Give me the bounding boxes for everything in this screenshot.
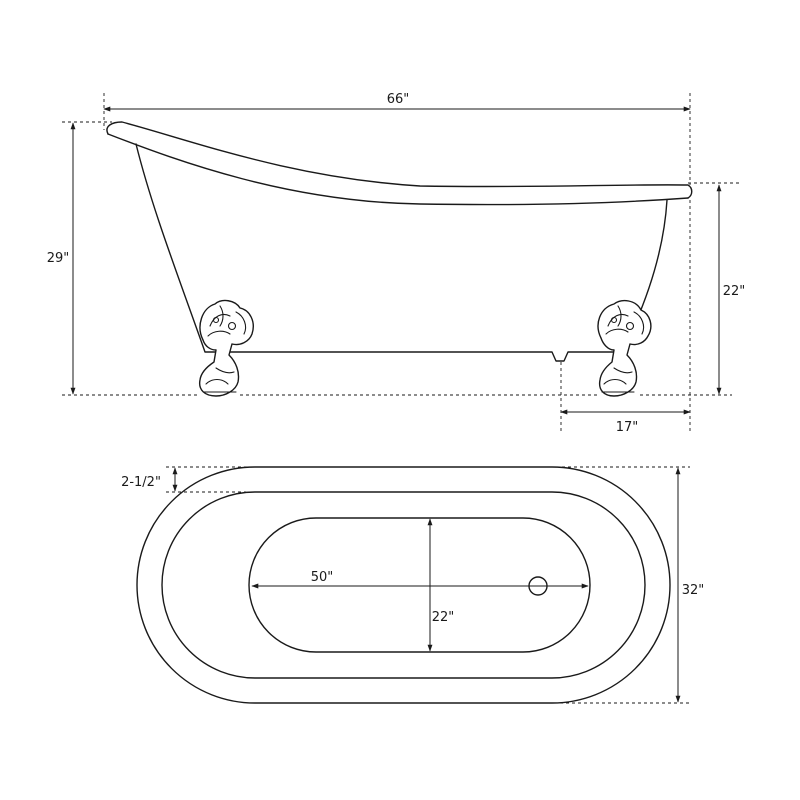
tub-side-body [135, 143, 668, 362]
tub-rim-upper [106, 121, 693, 199]
left-claw-foot [198, 299, 254, 397]
right-claw-foot [597, 299, 652, 397]
top-view: 2-1/2" 50" 22" 32" [121, 466, 705, 704]
tub-basin [248, 517, 591, 653]
interior-length-label: 50" [311, 570, 334, 585]
side-view: 66" 29" 22" 17" [47, 92, 746, 435]
tub-rim-lower [107, 133, 689, 206]
overall-length-label: 66" [387, 92, 410, 107]
tub-outer-rim [136, 466, 671, 704]
rim-width-label: 2-1/2" [121, 475, 161, 490]
drain-offset-label: 17" [616, 420, 639, 435]
overall-width-label: 32" [682, 583, 705, 598]
overall-height-label: 29" [47, 251, 70, 266]
tub-inner-rim [161, 491, 646, 679]
interior-width-label: 22" [432, 610, 455, 625]
rim-height-label: 22" [723, 284, 746, 299]
